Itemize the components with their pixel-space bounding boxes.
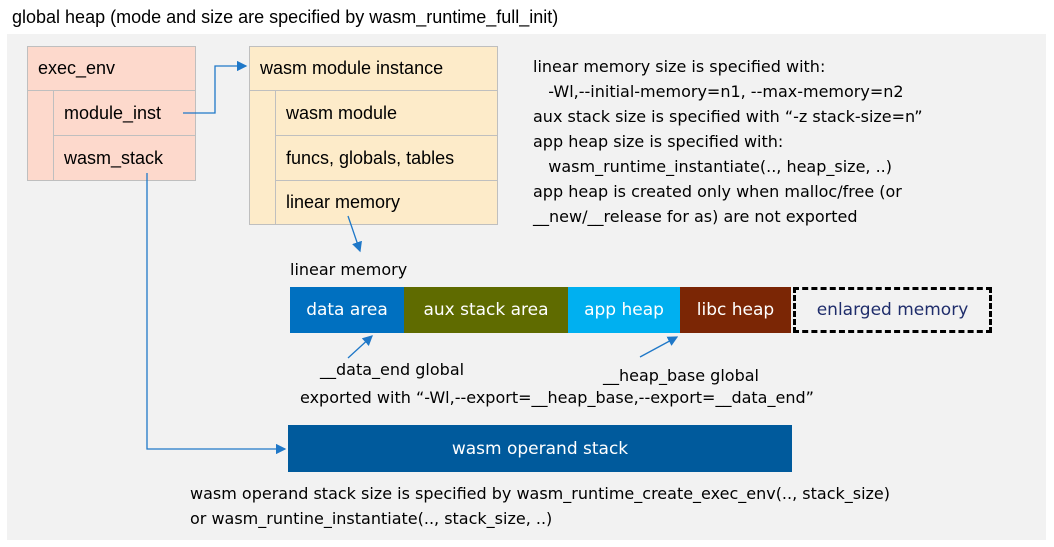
linear-memory-arrow: [347, 215, 362, 253]
exec-env-header: exec_env: [27, 46, 196, 91]
heap-base-label: __heap_base global: [603, 366, 759, 385]
exec-env-field-wasm-stack: wasm_stack: [53, 135, 196, 181]
note-line: wasm_runtime_instantiate(.., heap_size, …: [533, 157, 892, 176]
heap-base-arrow: [639, 336, 679, 358]
wasm-operand-stack: wasm operand stack: [288, 425, 792, 472]
module-instance-field-funcs: funcs, globals, tables: [275, 135, 498, 181]
module-instance-header: wasm module instance: [249, 46, 498, 91]
module-instance-field-linear-memory: linear memory: [275, 180, 498, 225]
exec-env-field-module-inst: module_inst: [53, 90, 196, 136]
data-end-label: __data_end global: [320, 360, 465, 379]
segment-aux-stack-area: aux stack area: [404, 287, 568, 333]
diagram-title: global heap (mode and size are specified…: [12, 7, 559, 27]
note-line: -Wl,--initial-memory=n1, --max-memory=n2: [533, 82, 904, 101]
stack-note-line: wasm operand stack size is specified by …: [190, 484, 891, 503]
segment-libc-heap: libc heap: [680, 287, 791, 333]
export-note: exported with “-Wl,--export=__heap_base,…: [300, 388, 814, 407]
segment-data-area: data area: [290, 287, 404, 333]
note-line: app heap is created only when malloc/fre…: [533, 182, 902, 201]
linear-memory-label: linear memory: [290, 260, 408, 279]
segment-app-heap: app heap: [568, 287, 680, 333]
note-line: aux stack size is specified with “-z sta…: [533, 107, 923, 126]
wasm-stack-arrow: [146, 173, 287, 455]
module-inst-arrow: [183, 60, 248, 114]
data-end-arrow: [347, 335, 373, 359]
segment-enlarged-memory: enlarged memory: [793, 287, 992, 333]
note-line: linear memory size is specified with:: [533, 57, 826, 76]
stack-note-line: or wasm_runtine_instantiate(.., stack_si…: [190, 509, 553, 528]
note-line: __new/__release for as) are not exported: [533, 207, 858, 226]
exec-env-indent: [27, 90, 54, 181]
note-line: app heap size is specified with:: [533, 132, 784, 151]
